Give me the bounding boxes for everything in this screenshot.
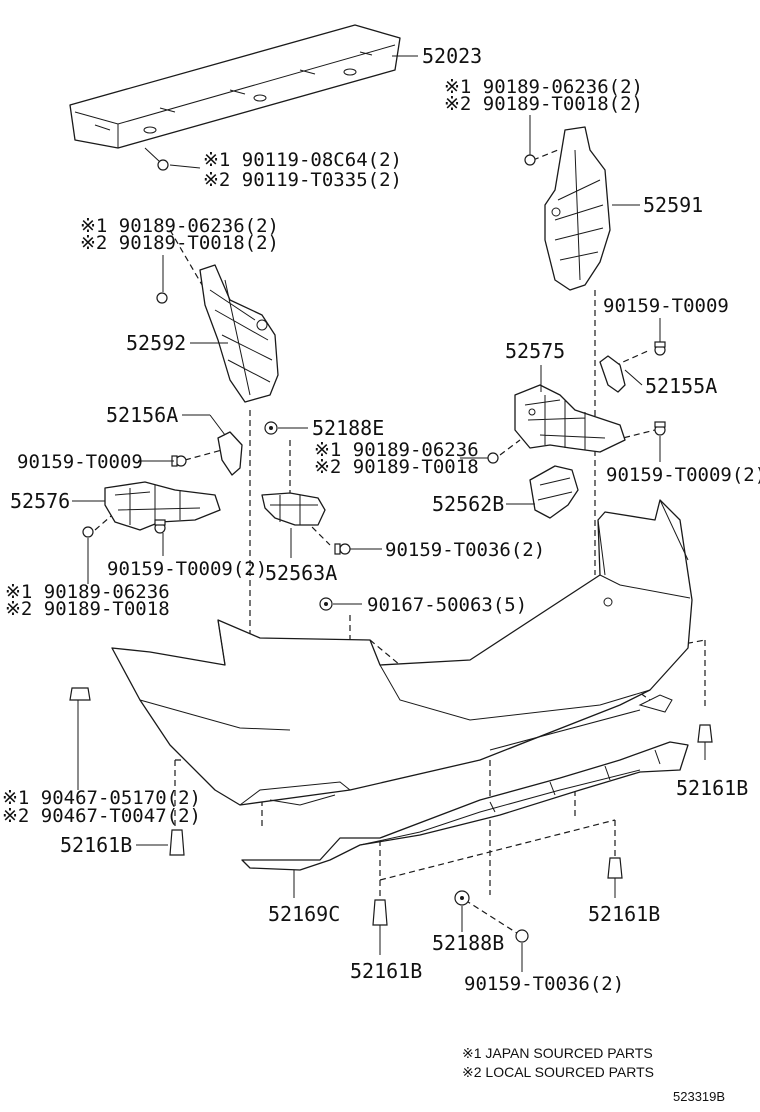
push-clip-icon — [372, 899, 388, 955]
fastener-label: ※1 90189-06236(2) — [444, 76, 643, 98]
screw-icon — [171, 455, 187, 467]
leader-lines — [72, 55, 661, 972]
part-label-52591: 52591 — [643, 193, 703, 217]
bumper-cover — [111, 499, 693, 806]
part-label-52188B: 52188B — [432, 931, 504, 955]
fastener-label: ※2 90189-T0018 — [314, 456, 479, 478]
part-label-52156A: 52156A — [106, 403, 178, 427]
part-label-52562B: 52562B — [432, 492, 504, 516]
fastener-label: 90159-T0009(2) — [107, 558, 267, 580]
part-label-52161B: 52161B — [588, 902, 660, 926]
clip-icon — [82, 526, 94, 538]
part-labels: 52023 52591 52592 52575 52155A 52156A 52… — [10, 44, 748, 983]
fastener-label: ※2 90189-T0018 — [5, 598, 170, 620]
screw-icon — [154, 519, 166, 534]
fastener-label: 90159-T0009(2) — [606, 464, 760, 486]
clip-52188E-icon — [264, 421, 278, 435]
part-label-52592: 52592 — [126, 331, 186, 355]
bolt-icon — [144, 147, 169, 171]
bracket-52156A — [217, 431, 243, 476]
fastener-label: ※1 90189-06236(2) — [80, 215, 279, 237]
fastener-label: ※2 90467-T0047(2) — [2, 805, 201, 827]
retainer-52591 — [544, 126, 611, 291]
diagram-reference-number: 523319B — [673, 1089, 725, 1104]
fastener-label: ※2 90119-T0335(2) — [203, 169, 402, 191]
fastener-label: ※1 90189-06236 — [314, 439, 479, 461]
clip-icon — [319, 597, 333, 611]
fastener-label: 90159-T0009 — [17, 451, 143, 473]
clip-icon — [524, 154, 536, 166]
note-japan-sourced: ※1 JAPAN SOURCED PARTS — [462, 1045, 653, 1061]
fastener-label: ※1 90189-06236 — [5, 581, 170, 603]
reinforcement-52023 — [69, 24, 401, 149]
bracket-52576 — [104, 481, 221, 531]
source-notes: ※1 JAPAN SOURCED PARTS ※2 LOCAL SOURCED … — [462, 1045, 725, 1104]
part-label-52188E: 52188E — [312, 416, 384, 440]
clip-icon — [487, 452, 499, 464]
part-label-52576: 52576 — [10, 489, 70, 513]
fastener-labels: ※1 90119-08C64(2) ※2 90119-T0335(2) ※1 9… — [2, 76, 760, 995]
screw-icon — [654, 341, 666, 356]
part-label-52563A: 52563A — [265, 561, 337, 585]
retainer-52592 — [199, 264, 279, 403]
fastener-label: 90159-T0036(2) — [385, 539, 545, 561]
part-label-52575: 52575 — [505, 339, 565, 363]
fastener-label: ※2 90189-T0018(2) — [80, 232, 279, 254]
bracket-52155A — [599, 355, 626, 393]
fastener-label: 90167-50063(5) — [367, 594, 527, 616]
bracket-52562B — [529, 465, 579, 519]
push-clip-icon — [697, 724, 713, 760]
screw-icon — [334, 543, 351, 555]
bracket-52575 — [514, 384, 626, 453]
clip-52188B-icon — [454, 890, 470, 906]
lower-spoiler-52169C — [241, 741, 689, 871]
screw-icon — [515, 929, 529, 943]
clip-icon — [156, 292, 168, 304]
screw-icon — [654, 421, 666, 436]
part-label-52169C: 52169C — [268, 902, 340, 926]
fastener-label: ※1 90467-05170(2) — [2, 787, 201, 809]
push-clip-icon — [169, 829, 185, 856]
part-label-52023: 52023 — [422, 44, 482, 68]
rivet-icon — [69, 687, 91, 790]
push-clip-icon — [607, 857, 623, 898]
fastener-label: ※2 90189-T0018(2) — [444, 93, 643, 115]
note-local-sourced: ※2 LOCAL SOURCED PARTS — [462, 1064, 654, 1080]
fastener-label: 90159-T0036(2) — [464, 973, 624, 995]
bracket-52563A — [261, 492, 326, 526]
part-label-52155A: 52155A — [645, 374, 717, 398]
part-label-52161B: 52161B — [350, 959, 422, 983]
fastener-label: ※1 90119-08C64(2) — [203, 149, 402, 171]
part-label-52161B: 52161B — [676, 776, 748, 800]
fastener-label: 90159-T0009 — [603, 295, 729, 317]
part-label-52161B: 52161B — [60, 833, 132, 857]
